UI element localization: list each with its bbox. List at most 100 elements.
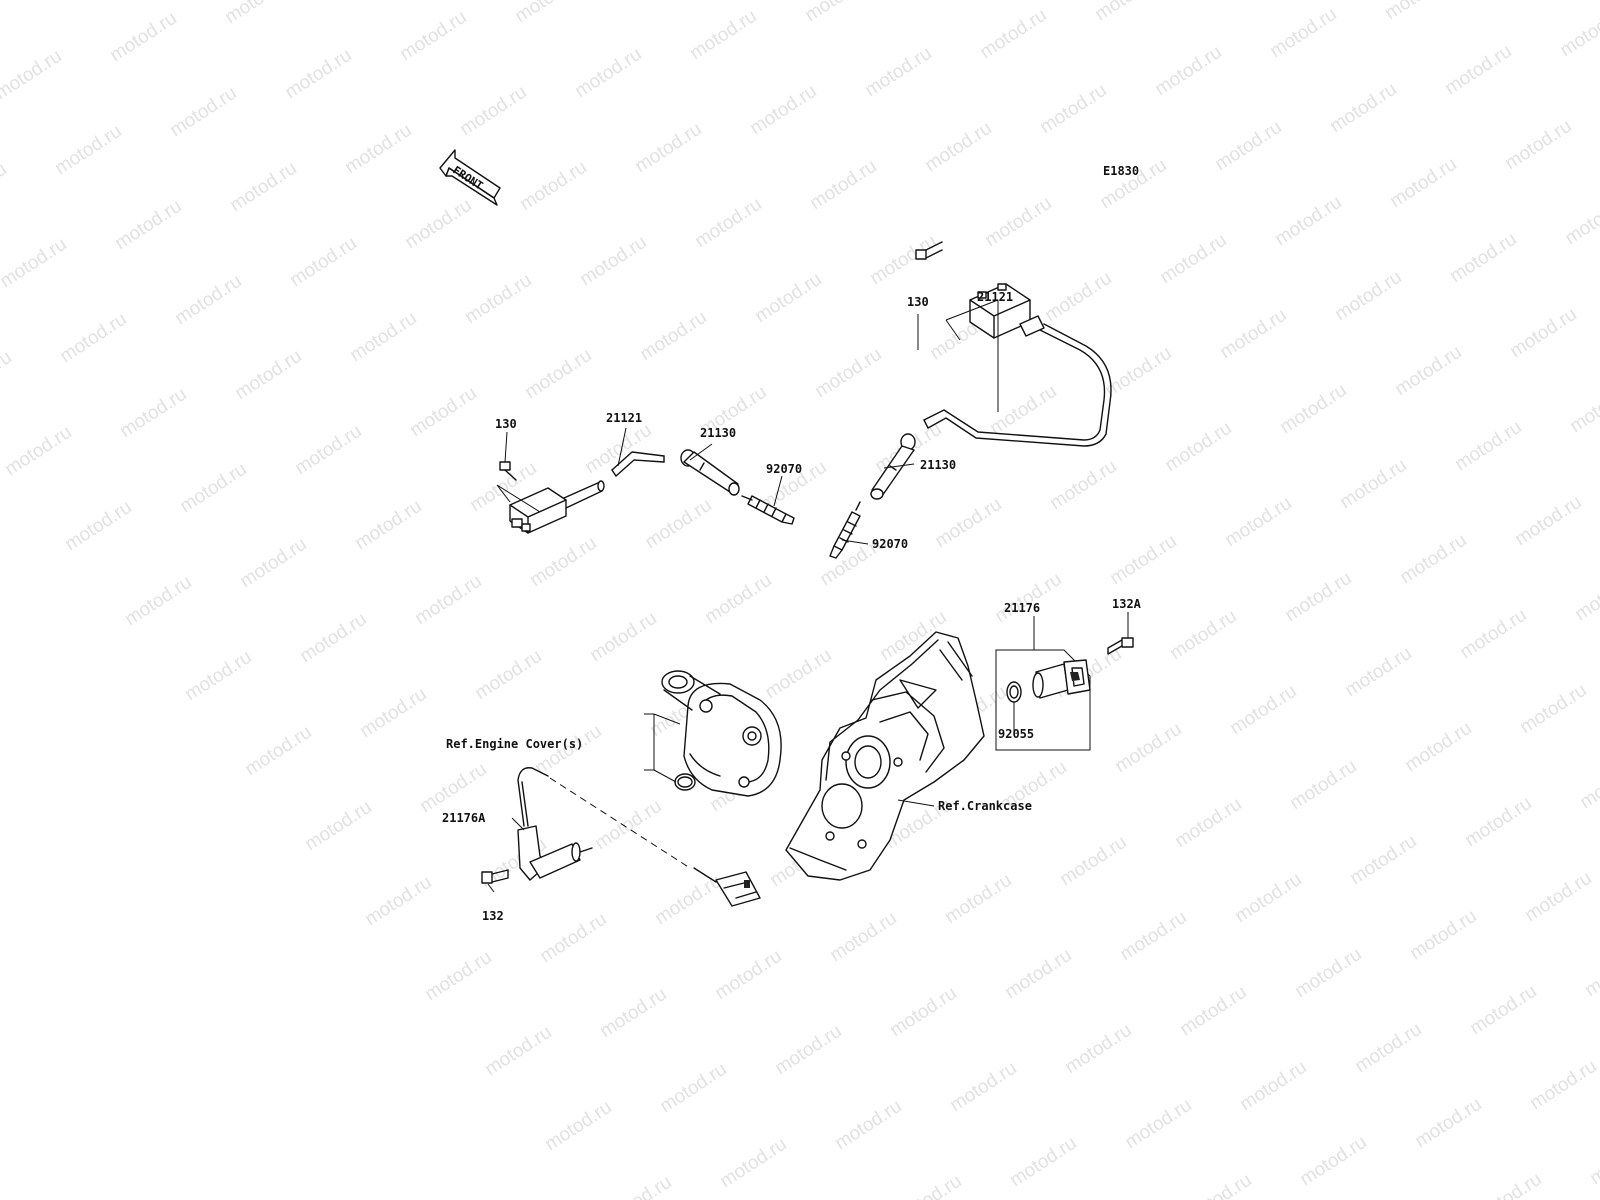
watermark-text: motod.ru [641,495,715,553]
watermark-text: motod.ru [1346,831,1420,889]
watermark-text: motod.ru [1411,1094,1485,1152]
watermark-text: motod.ru [861,43,935,101]
callout-132A: 132A [1112,597,1142,611]
watermark-text: motod.ru [576,232,650,290]
watermark-text: motod.ru [351,496,425,554]
plug-cap-left [680,449,740,496]
watermark-text: motod.ru [0,46,66,104]
watermark-text: motod.ru [711,946,785,1004]
watermark-text: motod.ru [771,1021,845,1079]
watermark-text: motod.ru [1576,755,1600,813]
watermark-text: motod.ru [166,83,240,141]
watermark-text: motod.ru [421,947,495,1005]
watermark-text: motod.ru [456,82,530,140]
watermark-text: motod.ru [991,569,1065,627]
watermark-text: motod.ru [1516,680,1590,738]
watermark-text: motod.ru [921,118,995,176]
watermark-text: motod.ru [831,1096,905,1154]
watermark-text: motod.ru [1226,681,1300,739]
watermark-text: motod.ru [891,1171,965,1200]
watermark-text: motod.ru [946,1058,1020,1116]
ignition-lead-right [923,323,1112,447]
watermark-text: motod.ru [931,494,1005,552]
watermark-text: motod.ru [581,420,655,478]
callout-92055: 92055 [998,727,1034,741]
watermark-text: motod.ru [1091,0,1165,25]
watermark-text: motod.ru [571,44,645,102]
callout-21121-right: 21121 [977,290,1013,304]
watermark-text: motod.ru [1006,1133,1080,1191]
watermark-text: motod.ru [1181,1170,1255,1200]
watermark-text: motod.ru [416,759,490,817]
watermark-text: motod.ru [1041,268,1115,326]
watermark-text: motod.ru [171,271,245,329]
front-arrow-icon: FRONT [439,149,501,206]
watermark-text: motod.ru [341,120,415,178]
watermark-text: motod.ru [396,7,470,65]
callout-92070-left: 92070 [766,462,802,476]
watermark-text: motod.ru [1171,794,1245,852]
watermark-text: motod.ru [226,158,300,216]
watermark-text: motod.ru [291,421,365,479]
diagram-code: E1830 [1103,164,1139,178]
watermark-text: motod.ru [106,8,180,66]
watermark-text: motod.ru [1,422,75,480]
watermark-text: motod.ru [806,156,880,214]
watermark-text: motod.ru [1336,455,1410,513]
watermark-text: motod.ru [761,645,835,703]
watermark-text: motod.ru [1581,943,1600,1001]
watermark-text: motod.ru [1351,1019,1425,1077]
callout-21130-left: 21130 [700,426,736,440]
watermark-text: motod.ru [1391,342,1465,400]
watermark-text: motod.ru [1161,418,1235,476]
watermark-text: motod.ru [221,0,295,28]
watermark-text: motod.ru [1271,192,1345,250]
watermark-text: motod.ru [1166,606,1240,664]
watermark-text: motod.ru [601,1172,675,1200]
callout-21176A: 21176A [442,811,486,825]
callout-21176: 21176 [1004,601,1040,615]
watermark-text: motod.ru [1441,41,1515,99]
watermark-text: motod.ru [1121,1095,1195,1153]
watermark-text: motod.ru [1401,718,1475,776]
watermark-text: motod.ru [516,157,590,215]
crankcase [785,631,985,881]
watermark-text: motod.ru [1561,191,1600,249]
watermark-text: motod.ru [886,983,960,1041]
callout-21130-right: 21130 [920,458,956,472]
callout-130-left: 130 [495,417,517,431]
leader-lines [487,300,1129,893]
watermark-text: motod.ru [176,459,250,517]
sensor-connector [693,867,761,907]
watermark-text: motod.ru [356,684,430,742]
watermark-text: motod.ru [406,383,480,441]
watermark-text: motod.ru [471,646,545,704]
watermark-text: motod.ru [1386,154,1460,212]
watermark-text: motod.ru [181,647,255,705]
watermark-text: motod.ru [631,119,705,177]
bolt-132A [1107,637,1134,655]
watermark-text: motod.ru [1296,1132,1370,1190]
watermark-text: motod.ru [1036,80,1110,138]
watermark-text: motod.ru [1566,379,1600,437]
watermark-text: motod.ru [296,609,370,667]
watermark-text: motod.ru [1111,719,1185,777]
watermark-text: motod.ru [586,608,660,666]
watermark-text: motod.ru [691,194,765,252]
watermark-text: motod.ru [481,1022,555,1080]
watermark-text: motod.ru [1281,568,1355,626]
watermark-text: motod.ru [286,233,360,291]
watermark-text: motod.ru [1471,1169,1545,1200]
watermark-text: motod.ru [231,346,305,404]
watermark-text: motod.ru [116,384,190,442]
watermark-text: motod.ru [701,570,775,628]
callout-132: 132 [482,909,504,923]
watermark-text: motod.ru [1556,3,1600,61]
watermark-text: motod.ru [1511,492,1585,550]
watermark-text: motod.ru [656,1059,730,1117]
watermark-text: motod.ru [0,0,6,29]
ignition-coil-right [969,283,1045,339]
watermark-text: motod.ru [1406,906,1480,964]
watermark-text: motod.ru [1046,456,1120,514]
watermark-text: motod.ru [236,534,310,592]
